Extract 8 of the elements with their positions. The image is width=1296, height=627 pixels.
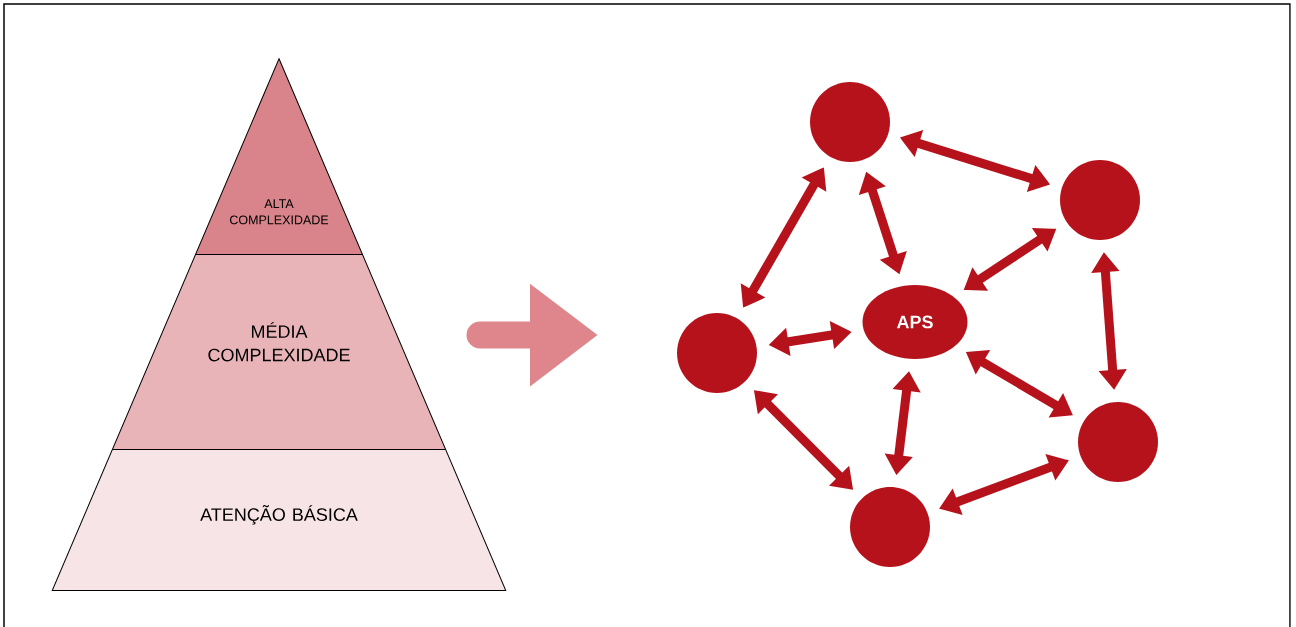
circle [850, 487, 930, 567]
pyramid-level: ATENÇÃO BÁSICA [53, 450, 505, 590]
circle [677, 313, 757, 393]
pyramid-level: MÉDIA COMPLEXIDADE [111, 255, 447, 451]
circle [1078, 402, 1158, 482]
circle [810, 82, 890, 162]
pyramid-level: ALTA COMPLEXIDADE [194, 60, 364, 256]
circle [1060, 160, 1140, 240]
